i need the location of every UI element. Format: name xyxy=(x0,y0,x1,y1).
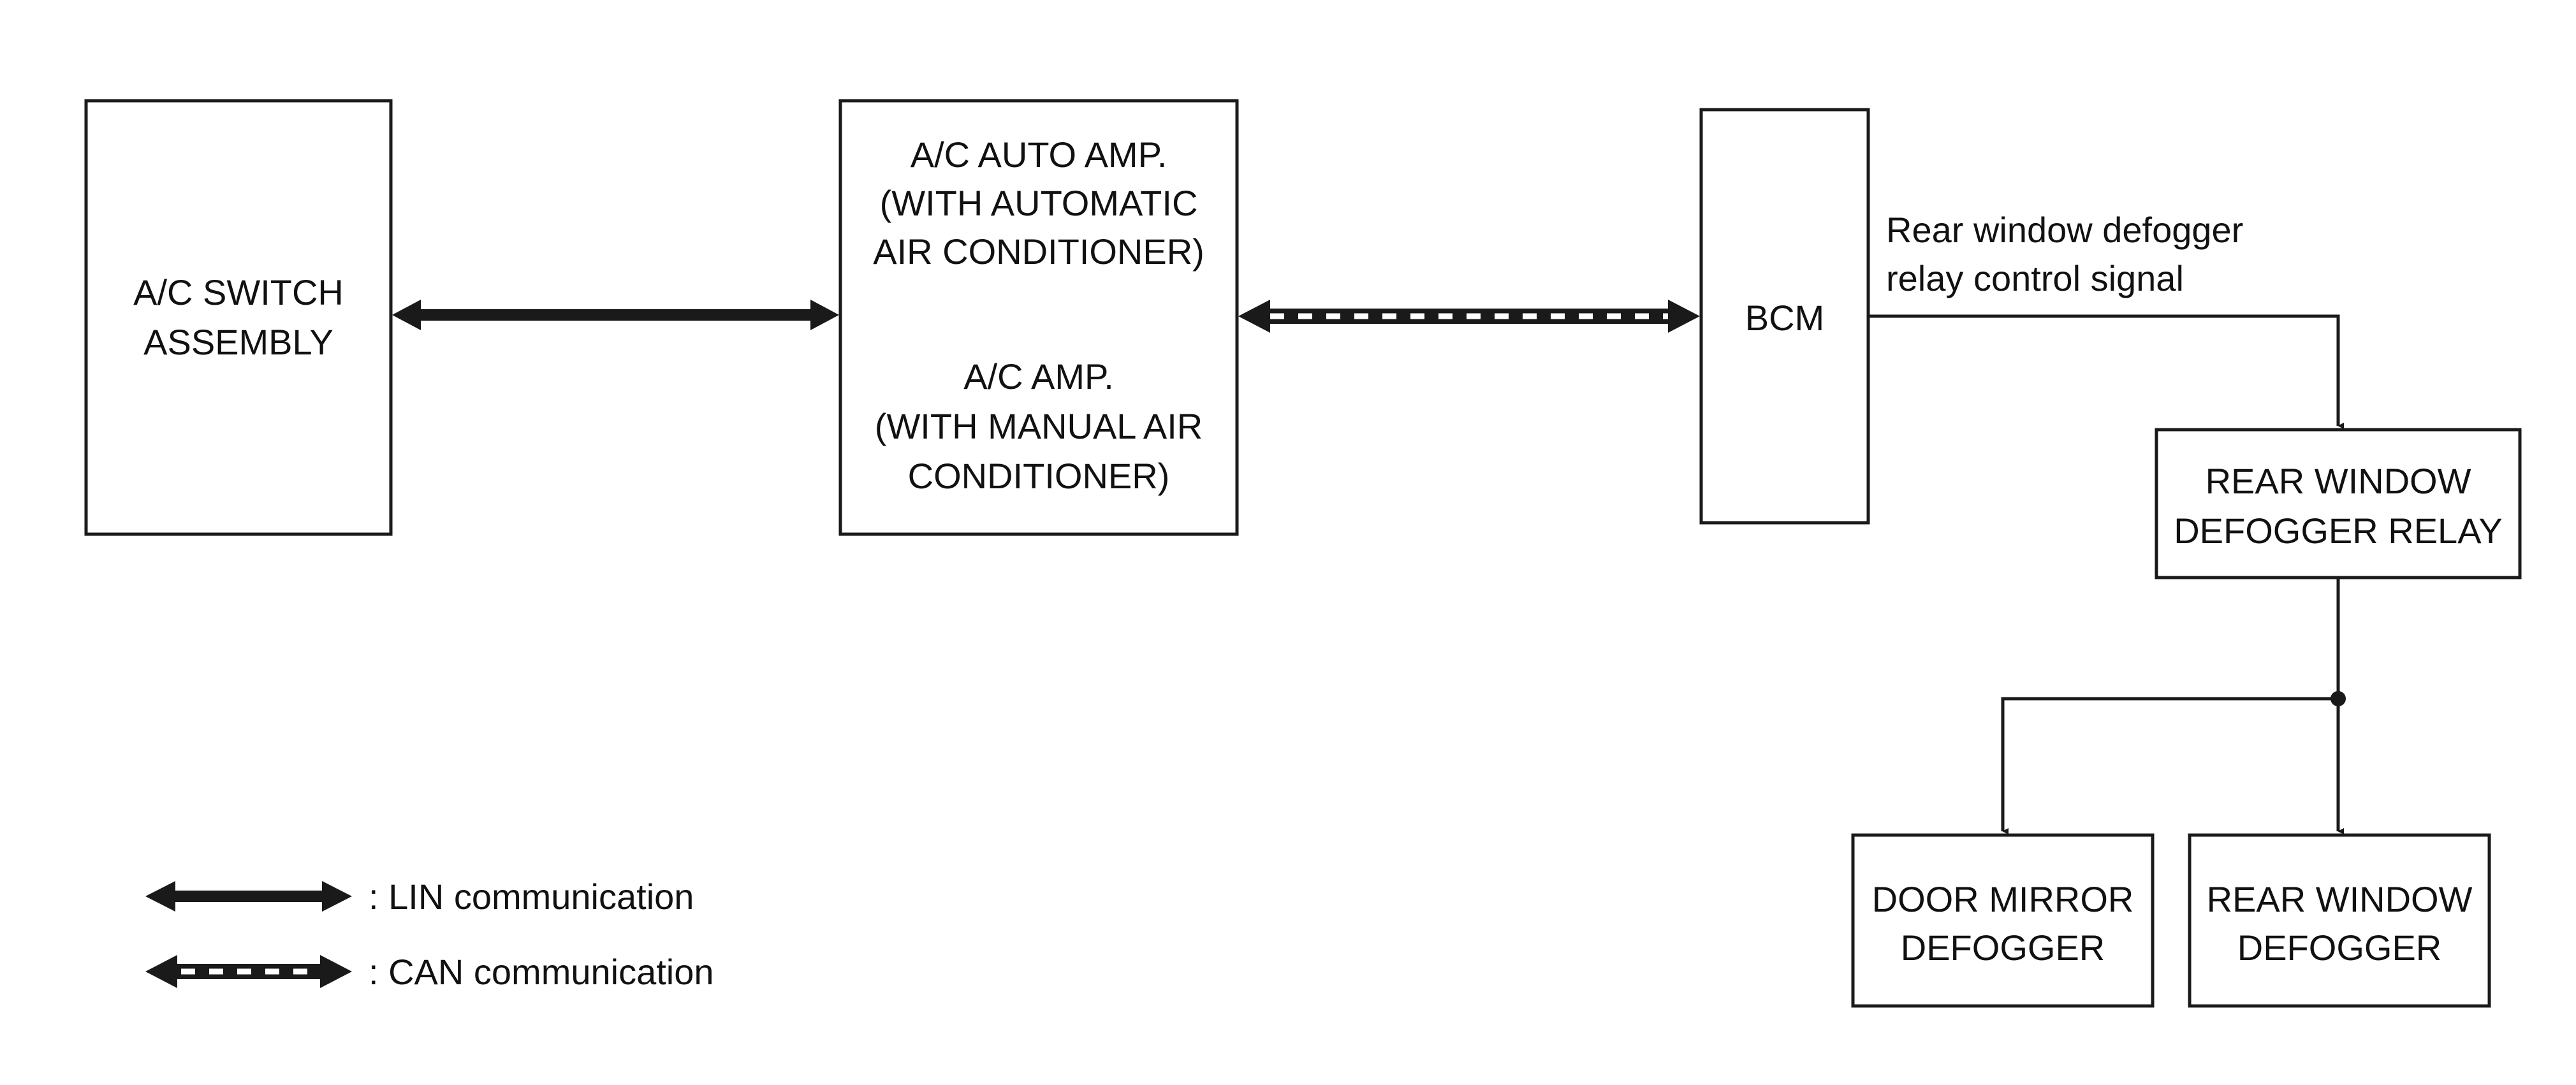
ac-auto-amp-label-line3: AIR CONDITIONER) xyxy=(873,231,1204,272)
relay-label-line2: DEFOGGER RELAY xyxy=(2174,511,2503,551)
ac-switch-assembly-block: A/C SWITCH ASSEMBLY xyxy=(84,99,393,536)
ac-auto-amp-label-line1: A/C AUTO AMP. xyxy=(911,135,1167,175)
ac-auto-amp-label-line2: (WITH AUTOMATIC xyxy=(880,183,1198,223)
rear-window-defogger-relay-block: REAR WINDOW DEFOGGER RELAY xyxy=(2155,428,2522,579)
door-mirror-label-line1: DOOR MIRROR xyxy=(1872,879,2134,919)
rear-window-defogger-block: REAR WINDOW DEFOGGER xyxy=(2188,833,2491,1008)
bcm-label: BCM xyxy=(1745,298,1824,338)
door-mirror-defogger-block: DOOR MIRROR DEFOGGER xyxy=(1851,833,2155,1008)
lin-link-switch-amp xyxy=(392,300,839,330)
ac-amp-label-line1: A/C AMP. xyxy=(963,356,1114,397)
ac-amp-label-line2: (WITH MANUAL AIR xyxy=(875,406,1203,446)
ac-amp-block: A/C AUTO AMP. (WITH AUTOMATIC AIR CONDIT… xyxy=(838,99,1239,536)
signal-label-line1: Rear window defogger xyxy=(1886,210,2243,250)
relay-control-signal-wire: Rear window defogger relay control signa… xyxy=(1868,210,2344,429)
legend: : LIN communication : CAN communication xyxy=(145,877,714,992)
signal-label-line2: relay control signal xyxy=(1886,258,2184,298)
legend-can-label: : CAN communication xyxy=(369,952,714,992)
relay-label-line1: REAR WINDOW xyxy=(2206,461,2471,501)
relay-output-wire xyxy=(2001,578,2346,834)
legend-can-symbol xyxy=(145,955,352,988)
bcm-block: BCM xyxy=(1699,108,1870,525)
rear-defogger-label-line1: REAR WINDOW xyxy=(2207,879,2473,919)
rear-defogger-label-line2: DEFOGGER xyxy=(2237,928,2441,968)
can-link-amp-bcm xyxy=(1238,300,1700,333)
ac-amp-label-line3: CONDITIONER) xyxy=(908,456,1170,496)
legend-lin-label: : LIN communication xyxy=(369,877,694,917)
door-mirror-label-line2: DEFOGGER xyxy=(1901,928,2105,968)
ac-switch-label-line1: A/C SWITCH xyxy=(133,272,344,312)
legend-lin-symbol xyxy=(145,881,352,912)
ac-switch-label-line2: ASSEMBLY xyxy=(143,322,333,362)
